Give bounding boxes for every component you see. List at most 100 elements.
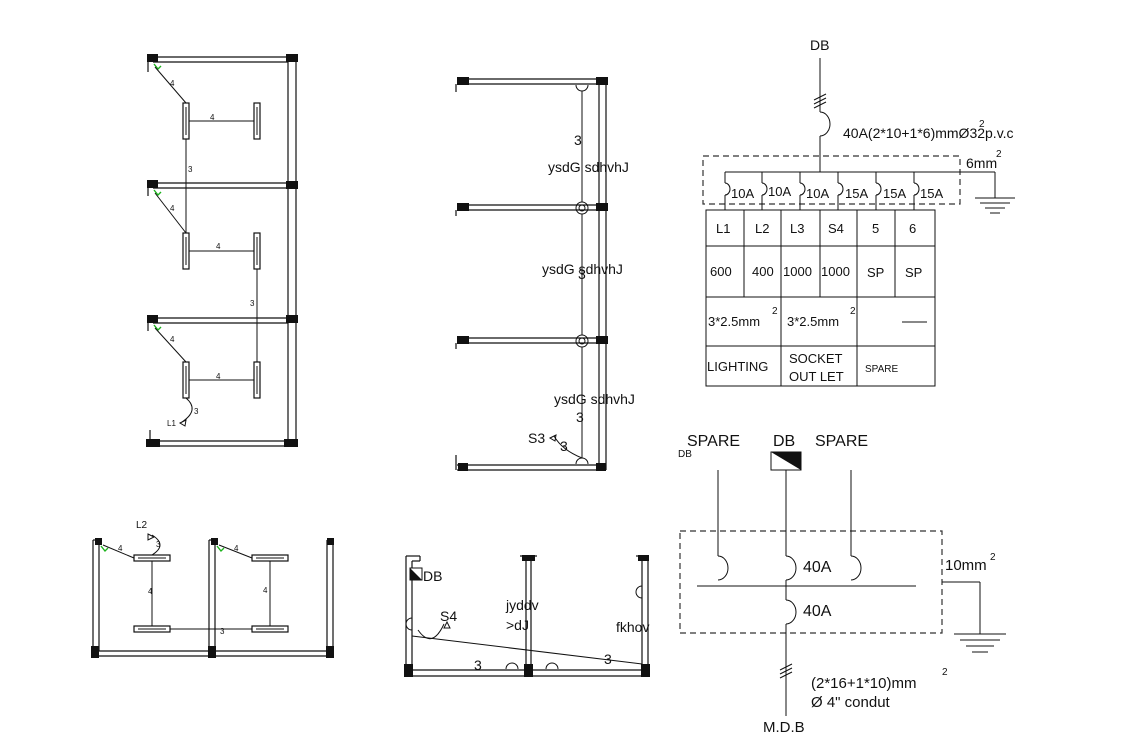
socket-outlet <box>575 201 589 215</box>
breaker-rating: 15A <box>883 186 906 201</box>
feeders <box>697 470 916 716</box>
breaker-rating: 10A <box>768 184 791 199</box>
conduit-spec: Ø 4" condut <box>811 694 891 711</box>
circuit-load: SP <box>867 265 884 280</box>
breaker-rating: 10A <box>806 186 829 201</box>
wire-label: 4 <box>170 79 175 88</box>
socket-outlet <box>575 84 589 92</box>
floor-plan-lighting-left: 4 4 3 4 4 3 4 4 3 L1 <box>146 54 298 447</box>
branch-breakers: 10A 10A 10A 15A 15A 15A <box>724 172 943 210</box>
earth-symbol <box>954 633 1006 653</box>
mdb-label: M.D.B <box>763 719 805 736</box>
superscript: 2 <box>996 149 1002 160</box>
breaker-rating: 10A <box>731 186 754 201</box>
home-run-arrow <box>147 533 156 541</box>
wire-count-labels: 3 3 3 3 <box>560 132 586 454</box>
socket-outlet <box>575 457 589 465</box>
earth-cable-spec: 6mm <box>966 155 997 171</box>
circuit-id: S4 <box>828 221 844 236</box>
wiring <box>411 623 643 665</box>
columns <box>91 538 334 658</box>
room-label: >dJ <box>506 617 529 633</box>
socket-outlet <box>545 662 559 670</box>
switches <box>100 545 225 553</box>
schedule-table: L1 L2 L3 S4 5 6 600 400 1000 1000 SP SP … <box>705 209 936 387</box>
wire-label: 4 <box>263 586 268 595</box>
home-run-label-s4: S4 <box>440 608 457 624</box>
group-label: SOCKET <box>789 351 843 366</box>
wiring <box>553 91 583 459</box>
home-run-arrow <box>178 419 187 427</box>
cable-size: 3*2.5mm <box>787 314 839 329</box>
home-run-label-s3: S3 <box>528 430 545 446</box>
socket-outlet <box>505 662 519 670</box>
earth-cable-spec: 10mm <box>945 557 987 574</box>
db-label: DB <box>423 568 442 584</box>
wire-label: 4 <box>234 544 239 553</box>
floor-plan-socket-middle: ysdG sdhvhJ ysdG sdhvhJ ysdG sdhvhJ 3 3 … <box>455 77 635 471</box>
wire-count-labels: 4 3 4 4 4 3 <box>118 540 268 636</box>
wire-label: 3 <box>220 627 225 636</box>
room-label: ysdG sdhvhJ <box>548 159 629 175</box>
main-cable-spec: 40A(2*10+1*6)mmØ32p.v.c <box>843 125 1014 141</box>
wiring <box>154 66 258 423</box>
circuit-id: L3 <box>790 221 804 236</box>
wire-label: 3 <box>560 438 568 454</box>
cable-size: 3*2.5mm <box>708 314 760 329</box>
room-label: ysdG sdhvhJ <box>542 261 623 277</box>
room-labels: ysdG sdhvhJ ysdG sdhvhJ ysdG sdhvhJ <box>542 159 635 407</box>
socket-outlets <box>405 585 643 670</box>
circuit-id: L2 <box>755 221 769 236</box>
room-label: ysdG sdhvhJ <box>554 391 635 407</box>
wire-label: 3 <box>576 409 584 425</box>
home-run-arrow <box>548 434 557 442</box>
wire-label: 3 <box>578 266 586 282</box>
room-label: jyddv <box>505 597 539 613</box>
group-label: OUT LET <box>789 369 844 384</box>
wiring <box>102 534 271 630</box>
superscript: 2 <box>942 667 948 678</box>
columns <box>146 54 298 447</box>
socket-outlet <box>635 585 643 599</box>
wire-label: 3 <box>194 407 199 416</box>
superscript: 2 <box>979 119 985 130</box>
main-breaker-symbol <box>819 111 831 137</box>
switches <box>153 63 162 332</box>
room-label: fkhov <box>616 619 649 635</box>
breaker-rating: 15A <box>845 186 868 201</box>
breaker-rating: 15A <box>920 186 943 201</box>
floor-plan-lighting-bottom: 4 3 4 4 4 3 L2 <box>91 520 334 658</box>
breaker-rating: 40A <box>803 559 832 576</box>
wire-label: 3 <box>604 651 612 667</box>
spare-label: SPARE <box>815 433 868 450</box>
wire-label: 4 <box>216 242 221 251</box>
group-label: SPARE <box>865 364 898 375</box>
db-label: DB <box>773 433 795 450</box>
feeder-cable-spec: (2*16+1*10)mm <box>811 675 916 692</box>
distribution-board-symbol <box>770 451 802 471</box>
riser-diagram: SPARE DB DB SPARE 40A 40A <box>678 433 1006 736</box>
wire-label: 3 <box>250 299 255 308</box>
wire-label: 4 <box>118 544 123 553</box>
circuit-id: 6 <box>909 221 916 236</box>
home-run-arrow <box>443 620 451 629</box>
circuit-load: 1000 <box>821 264 850 279</box>
wire-label: 3 <box>574 132 582 148</box>
circuit-load: SP <box>905 265 922 280</box>
cable-tick-marks <box>813 93 827 109</box>
db-enclosure <box>702 155 961 205</box>
home-run-label-l1: L1 <box>167 419 176 428</box>
spare-label: SPARE <box>687 433 740 450</box>
db-small-label: DB <box>678 449 692 460</box>
circuit-id: L1 <box>716 221 730 236</box>
db-label: DB <box>810 37 829 53</box>
home-run-label-l2: L2 <box>136 520 148 531</box>
circuit-load: 400 <box>752 264 774 279</box>
circuit-load: 1000 <box>783 264 812 279</box>
superscript: 2 <box>772 306 778 317</box>
distribution-board-symbol <box>409 567 423 581</box>
panel-schedule: DB 40A(2*10+1*6)mmØ32p.v.c 2 6mm 2 <box>702 37 1015 387</box>
wire-label: 4 <box>170 335 175 344</box>
socket-outlet <box>575 334 589 348</box>
